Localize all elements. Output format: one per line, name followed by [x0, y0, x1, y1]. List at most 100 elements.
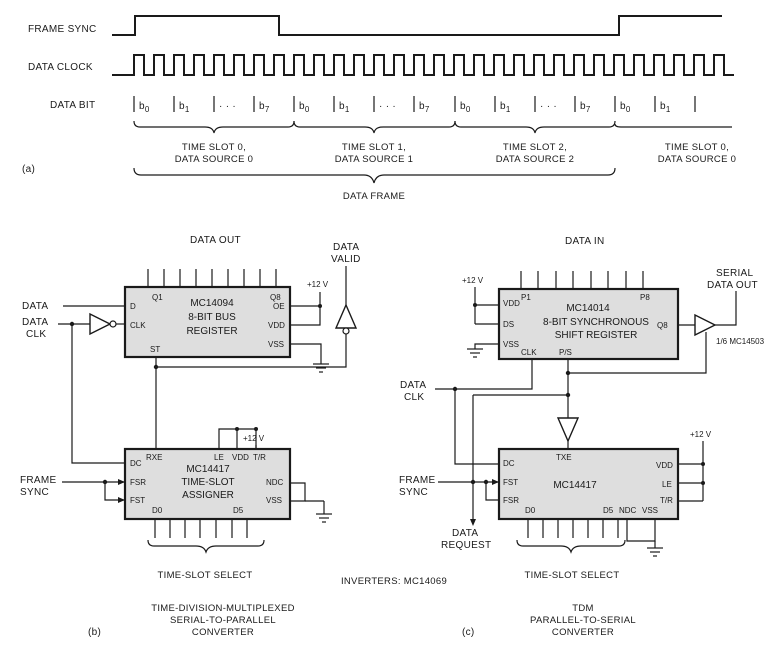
- slot-1-line1: TIME SLOT 1,: [342, 142, 406, 153]
- data-frame-brace: [133, 167, 616, 184]
- bit-subscript: 1: [345, 105, 350, 114]
- pin-d5-b: D5: [233, 506, 244, 515]
- data-valid-label-2: VALID: [331, 254, 361, 265]
- frame-sync-label: FRAME SYNC: [28, 24, 97, 35]
- bit-label: b1: [500, 101, 511, 114]
- mc14094-desc2: REGISTER: [186, 326, 237, 337]
- pin-rxe: RXE: [146, 453, 162, 462]
- slot-3-line2: DATA SOURCE 0: [658, 154, 737, 165]
- bit-subscript: 0: [626, 105, 631, 114]
- data-clk-label-2: CLK: [26, 329, 46, 340]
- data-valid-inverter: [334, 303, 358, 329]
- pin-tr-c: T/R: [660, 496, 673, 505]
- frame-sync-label-b-2: SYNC: [20, 487, 49, 498]
- pin-dc-b: DC: [130, 459, 142, 468]
- plus12-bottom-b: +12 V: [243, 434, 265, 443]
- pin-d: D: [130, 302, 136, 311]
- data-bit-markers: [133, 96, 696, 112]
- part-a-label: (a): [22, 164, 35, 175]
- slot-braces: [133, 120, 732, 134]
- bit-label: b0: [620, 101, 631, 114]
- pin-oe: OE: [273, 302, 285, 311]
- pin-vdd: VDD: [268, 321, 285, 330]
- caption-c-1: TDM: [572, 603, 593, 614]
- data-clk-label-c-1: DATA: [400, 380, 426, 391]
- bit-subscript: 0: [466, 105, 471, 114]
- mc14417-assigner-c: [497, 447, 680, 521]
- pin-fst-b: FST: [130, 496, 145, 505]
- buffer-note: 1/6 MC14503: [716, 337, 765, 346]
- caption-b-2: SERIAL-TO-PARALLEL: [170, 615, 276, 626]
- bit-subscript: 0: [145, 105, 150, 114]
- mc14014-name: MC14014: [566, 303, 610, 314]
- pin-fsr-c: FSR: [503, 496, 519, 505]
- bit-subscript: 1: [506, 105, 511, 114]
- pin-p1: P1: [521, 293, 531, 302]
- mc14094-name: MC14094: [190, 298, 234, 309]
- time-slot-select-pins-b: [154, 519, 248, 538]
- plus12-top-b: +12 V: [307, 280, 329, 289]
- slot-1-line2: DATA SOURCE 1: [335, 154, 414, 165]
- pin-vdd-sr: VDD: [503, 299, 520, 308]
- bit-label: · · ·: [219, 101, 236, 112]
- bit-subscript: 1: [666, 105, 671, 114]
- data-in-label: DATA IN: [565, 236, 605, 247]
- serial-output-buffer: [694, 313, 717, 337]
- frame-sync-waveform: [112, 15, 722, 36]
- pin-ds: DS: [503, 320, 514, 329]
- pin-vss-tsa-c: VSS: [642, 506, 658, 515]
- pin-vdd-tsa-b: VDD: [232, 453, 249, 462]
- pin-ps: P/S: [559, 348, 572, 357]
- pin-dc-c: DC: [503, 459, 515, 468]
- bit-subscript: 7: [586, 105, 591, 114]
- bit-subscript: 0: [305, 105, 310, 114]
- pin-p8: P8: [640, 293, 650, 302]
- inverters-note: INVERTERS: MC14069: [341, 576, 447, 587]
- bit-label: · · ·: [379, 101, 396, 112]
- data-clk-label-1: DATA: [22, 317, 48, 328]
- clock-inverter: [89, 312, 112, 336]
- pin-txe: TXE: [556, 453, 572, 462]
- slot-0-line1: TIME SLOT 0,: [182, 142, 246, 153]
- serial-out-label-1: SERIAL: [716, 268, 754, 279]
- pin-ndc-b: NDC: [266, 478, 284, 487]
- data-request-label-1: DATA: [452, 528, 478, 539]
- mc14014-shift-register: [497, 287, 680, 361]
- circuit-b: DATA OUT Q1 Q8 MC14094 8-BIT BUS REGISTE…: [20, 235, 361, 638]
- part-c-label: (c): [462, 627, 475, 638]
- pin-fsr-b: FSR: [130, 478, 146, 487]
- pin-d0-b: D0: [152, 506, 163, 515]
- pin-q1: Q1: [152, 293, 163, 302]
- frame-sync-label-c-2: SYNC: [399, 487, 428, 498]
- bit-subscript: 7: [425, 105, 430, 114]
- data-input-label: DATA: [22, 301, 48, 312]
- pin-ndc-c: NDC: [619, 506, 637, 515]
- mc14417-b-desc: TIME-SLOT: [181, 477, 234, 488]
- pin-vss-tsa-b: VSS: [266, 496, 282, 505]
- pin-tr-b: T/R: [253, 453, 266, 462]
- time-slot-select-c: TIME-SLOT SELECT: [525, 570, 620, 581]
- caption-c-2: PARALLEL-TO-SERIAL: [530, 615, 636, 626]
- data-in-pins: [520, 271, 644, 289]
- caption-b-3: CONVERTER: [192, 627, 254, 638]
- data-clock-waveform: [112, 54, 734, 76]
- circuit-c: DATA IN VDD P1 P8 MC14014 8-BIT SYNCHRON…: [399, 236, 765, 638]
- caption-b-1: TIME-DIVISION-MULTIPLEXED: [151, 603, 295, 614]
- pin-q8: Q8: [270, 293, 281, 302]
- data-frame-label: DATA FRAME: [343, 191, 405, 202]
- data-request-label-2: REQUEST: [441, 540, 491, 551]
- mc14094-desc: 8-BIT BUS: [188, 312, 236, 323]
- slot-2-line2: DATA SOURCE 2: [496, 154, 575, 165]
- bit-label: b1: [179, 101, 190, 114]
- bit-subscript: 1: [185, 105, 190, 114]
- pin-fst-c: FST: [503, 478, 518, 487]
- bit-label: b7: [419, 101, 430, 114]
- caption-c-3: CONVERTER: [552, 627, 614, 638]
- pin-vdd-tsa-c: VDD: [656, 461, 673, 470]
- pin-st: ST: [150, 345, 160, 354]
- pin-q8-sr: Q8: [657, 321, 668, 330]
- pin-le-b: LE: [214, 453, 224, 462]
- bit-label: b1: [660, 101, 671, 114]
